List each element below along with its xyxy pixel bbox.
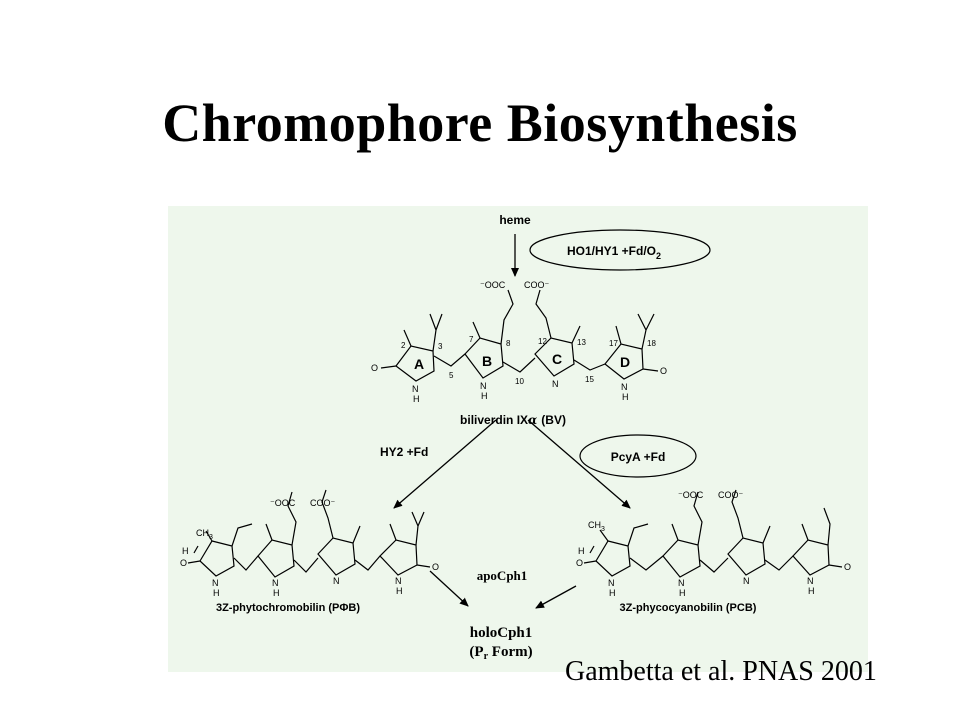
hy2-label: HY2 +Fd bbox=[380, 445, 428, 459]
ring-a-label: A bbox=[414, 356, 424, 372]
pfb-o-left: O bbox=[180, 558, 187, 568]
pcb-n-b: N bbox=[678, 578, 685, 588]
bv-label: biliverdin IXα(BV) bbox=[460, 413, 566, 427]
pos-13: 13 bbox=[577, 338, 586, 347]
pos-17: 17 bbox=[609, 339, 618, 348]
pcb-n-a: N bbox=[608, 578, 615, 588]
pcb-label: 3Z-phycocyanobilin (PCB) bbox=[620, 602, 757, 614]
pcya-label: PcyA +Fd bbox=[611, 450, 666, 464]
biliverdin-structure bbox=[380, 289, 659, 382]
pfb-carboxylate-right: COO⁻ bbox=[310, 498, 336, 508]
holocph1-form: (Pr Form) bbox=[469, 644, 532, 662]
pfb-label: 3Z-phytochromobilin (PΦB) bbox=[216, 602, 360, 614]
pcb-to-holo-arrow bbox=[535, 585, 577, 609]
pcb-n-d: N bbox=[807, 576, 814, 586]
pathway-figure: heme HO1/HY1 +Fd/O2 bbox=[168, 206, 868, 672]
ho1-ellipse bbox=[529, 229, 711, 271]
pfb-structure bbox=[187, 489, 431, 578]
pfb-o-right: O bbox=[432, 562, 439, 572]
pfb-to-holo-arrow bbox=[429, 570, 469, 607]
heme-label: heme bbox=[499, 213, 531, 227]
pfb-h-b: H bbox=[273, 588, 280, 598]
pcb-carboxylate-right: COO⁻ bbox=[718, 490, 744, 500]
pcb-h-d: H bbox=[808, 586, 815, 596]
ring-d-label: D bbox=[620, 354, 630, 370]
ho1-label: HO1/HY1 +Fd/O2 bbox=[567, 244, 661, 261]
bv-n-d: N bbox=[621, 382, 628, 392]
slide-title: Chromophore Biosynthesis bbox=[162, 93, 798, 153]
bv-h-a: H bbox=[413, 394, 420, 404]
pcb-o-right: O bbox=[844, 562, 851, 572]
holocph1-label: holoCph1 bbox=[470, 625, 533, 641]
pcb-h-stereo: H bbox=[578, 546, 585, 556]
pos-10: 10 bbox=[515, 377, 524, 386]
bv-o-left: O bbox=[371, 363, 378, 373]
pcb-h-b: H bbox=[679, 588, 686, 598]
pfb-n-d: N bbox=[395, 576, 402, 586]
pos-15: 15 bbox=[585, 375, 594, 384]
bv-carboxylate-left: ⁻OOC bbox=[480, 280, 506, 290]
pcb-structure bbox=[583, 489, 843, 578]
pfb-h-d: H bbox=[396, 586, 403, 596]
pcb-carboxylate-left: ⁻OOC bbox=[678, 490, 704, 500]
pos-12: 12 bbox=[538, 337, 547, 346]
pfb-n-a: N bbox=[212, 578, 219, 588]
ring-b-label: B bbox=[482, 353, 492, 369]
pcb-o-left: O bbox=[576, 558, 583, 568]
pcb-n-c: N bbox=[743, 576, 750, 586]
bv-carboxylate-right: COO⁻ bbox=[524, 280, 550, 290]
left-branch-arrow bbox=[393, 419, 497, 509]
pcb-h-a: H bbox=[609, 588, 616, 598]
pos-2: 2 bbox=[401, 341, 406, 350]
pos-8: 8 bbox=[506, 339, 511, 348]
pcb-methyl: CH3 bbox=[588, 520, 605, 533]
bv-n-b: N bbox=[480, 381, 487, 391]
pathway-diagram: heme HO1/HY1 +Fd/O2 bbox=[180, 213, 851, 662]
pfb-carboxylate-left: ⁻OOC bbox=[270, 498, 296, 508]
pfb-n-b: N bbox=[272, 578, 279, 588]
pos-18: 18 bbox=[647, 339, 656, 348]
right-branch-arrow bbox=[527, 419, 631, 509]
pfb-n-c: N bbox=[333, 576, 340, 586]
bv-n-c: N bbox=[552, 379, 559, 389]
pfb-h-stereo: H bbox=[182, 546, 189, 556]
bv-h-d: H bbox=[622, 392, 629, 402]
pos-3: 3 bbox=[438, 342, 443, 351]
pfb-h-a: H bbox=[213, 588, 220, 598]
ring-c-label: C bbox=[552, 351, 562, 367]
pos-7: 7 bbox=[469, 335, 474, 344]
bv-n-a: N bbox=[412, 384, 419, 394]
bv-o-right: O bbox=[660, 366, 667, 376]
citation: Gambetta et al. PNAS 2001 bbox=[565, 656, 877, 687]
bv-h-b: H bbox=[481, 391, 488, 401]
pcya-ellipse bbox=[579, 434, 697, 478]
pos-5: 5 bbox=[449, 371, 454, 380]
apocph1-label: apoCph1 bbox=[477, 568, 528, 583]
pfb-methyl: CH3 bbox=[196, 528, 213, 541]
